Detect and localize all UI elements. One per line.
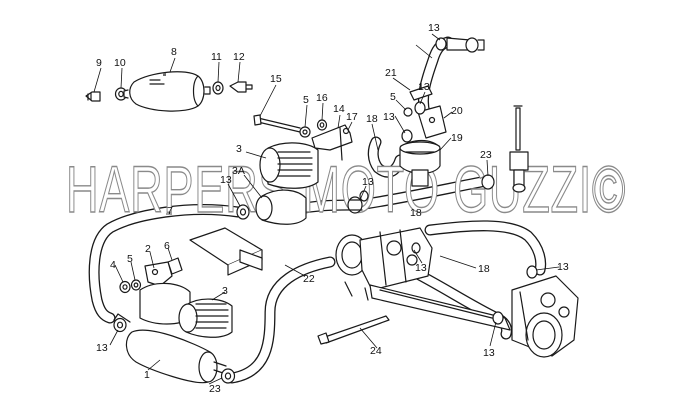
callout-13: 13	[220, 174, 232, 186]
callout-18: 18	[410, 207, 422, 219]
washer-part-4	[119, 280, 131, 294]
callout-11: 11	[211, 51, 222, 63]
callout-6: 6	[164, 240, 170, 252]
callout-13: 13	[415, 262, 427, 274]
fuel-rail	[369, 284, 511, 331]
callout-23: 23	[209, 383, 221, 395]
callout-7: 7	[167, 205, 173, 217]
clip-part-21	[409, 85, 433, 101]
callout-13: 13	[483, 347, 495, 359]
mount-plate	[189, 227, 263, 276]
callout-13: 13	[418, 81, 430, 93]
callout-13: 13	[383, 111, 395, 123]
callout-3: 3	[222, 285, 228, 297]
callout-13: 13	[96, 342, 108, 354]
callout-13: 13	[428, 22, 440, 34]
callout-18: 18	[478, 263, 490, 275]
bracket-part-2	[144, 261, 173, 287]
callout-16: 16	[316, 92, 328, 104]
callout-15: 15	[270, 73, 282, 85]
washer-part-16	[316, 119, 328, 131]
callout-4: 4	[110, 259, 116, 271]
callout-1: 1	[144, 369, 150, 381]
hose-clamp-13-a	[236, 204, 250, 220]
hose-nipple-part-9	[85, 91, 101, 102]
fuel-filter-part-3a	[255, 189, 307, 225]
callout-3: 3	[236, 143, 242, 155]
fuel-tap-icon	[509, 105, 529, 193]
callout-23: 23	[480, 149, 492, 161]
callout-21: 21	[385, 67, 397, 79]
tank-fitting	[446, 37, 485, 53]
bracket-part-20	[417, 105, 447, 139]
fuel-pump-icon	[113, 313, 227, 384]
fuel-hoses	[88, 36, 547, 384]
callout-19: 19	[451, 132, 463, 144]
hose-clamp-13-c	[113, 317, 127, 333]
callout-labels: 9 10 8 11 12 15 5 16 14 17 18 21 13 13 5…	[96, 22, 569, 395]
hose-clamp-23-b	[481, 174, 495, 190]
callout-5: 5	[303, 94, 309, 106]
clamp-part-3-top	[259, 142, 319, 189]
callout-2: 2	[145, 243, 151, 255]
callout-14: 14	[333, 103, 345, 115]
watermark-text: HARPERS MOTO GUZZI©	[66, 152, 626, 226]
callout-5: 5	[390, 91, 396, 103]
pressure-regulator-icon	[399, 139, 441, 187]
callout-20: 20	[451, 105, 463, 117]
hose-clamp-23-a	[220, 368, 236, 384]
bolt-part-15	[253, 114, 301, 133]
callout-24: 24	[370, 345, 382, 357]
fuel-filter-icon	[123, 71, 211, 112]
callout-10: 10	[114, 57, 126, 69]
cable-tie-icon	[317, 315, 390, 345]
callout-9: 9	[96, 57, 102, 69]
hose-nipple-part-12	[229, 81, 253, 93]
throttle-body-icon	[335, 227, 433, 301]
callout-17: 17	[346, 111, 358, 123]
callout-5: 5	[127, 253, 133, 265]
washer-part-11	[212, 81, 224, 95]
callout-12: 12	[233, 51, 245, 63]
hose-clamp-13-b	[347, 196, 363, 214]
callout-22: 22	[303, 273, 315, 285]
callout-13: 13	[557, 261, 569, 273]
callout-13: 13	[362, 176, 374, 188]
nut-part-5	[299, 126, 311, 138]
hose-clamp-13-d	[435, 37, 447, 51]
callout-8: 8	[171, 46, 177, 58]
callout-3a: 3A	[232, 165, 245, 177]
throttle-body-right	[511, 275, 579, 358]
nut-part-5-left	[130, 279, 142, 291]
callout-18: 18	[366, 113, 378, 125]
hose-clamp-13-e	[401, 101, 426, 143]
leader-lines	[93, 33, 560, 385]
clamp-part-3-lower	[139, 282, 233, 338]
